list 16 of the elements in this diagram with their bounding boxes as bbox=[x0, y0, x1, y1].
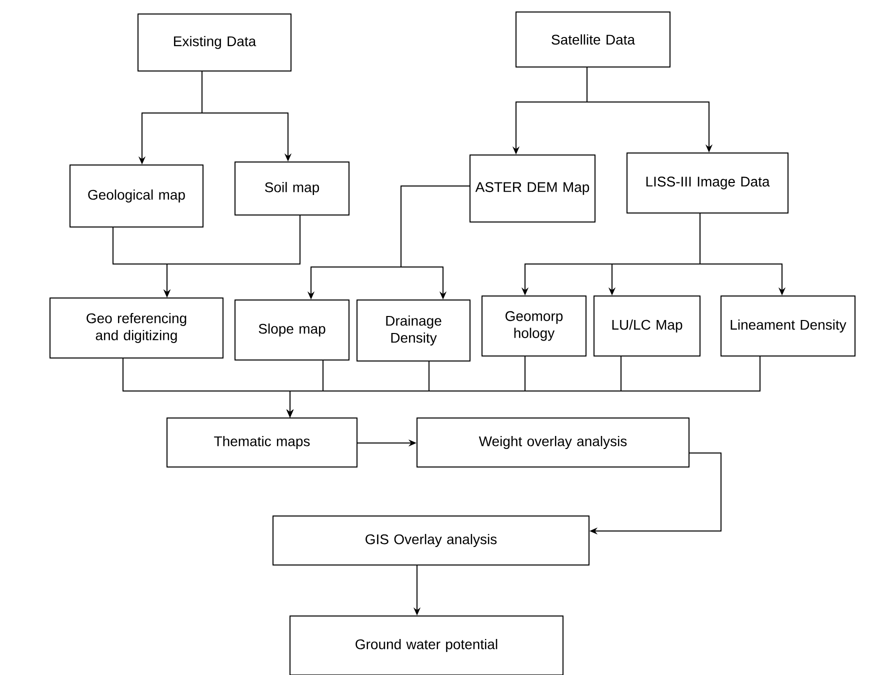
process-box: Ground water potential bbox=[290, 616, 564, 675]
process-box: Weight overlay analysis bbox=[416, 418, 690, 468]
process-box: GIS Overlay analysis bbox=[272, 516, 590, 566]
process-box: LISS-III Image Data bbox=[626, 152, 788, 214]
process-box: Geomorp hology bbox=[482, 296, 586, 356]
process-box: Geological map bbox=[70, 164, 204, 228]
process-box: Slope map bbox=[234, 300, 350, 360]
process-box: Drainage Density bbox=[356, 300, 470, 362]
process-box: Thematic maps bbox=[166, 418, 358, 468]
process-box: Existing Data bbox=[138, 14, 292, 72]
process-box: Geo referencing and digitizing bbox=[50, 298, 224, 358]
process-box: LU/LC Map bbox=[594, 296, 700, 356]
process-box: Lineament Density bbox=[720, 296, 856, 356]
process-box: Satellite Data bbox=[516, 12, 670, 68]
process-box: Soil map bbox=[234, 162, 350, 216]
process-box: ASTER DEM Map bbox=[470, 154, 596, 222]
